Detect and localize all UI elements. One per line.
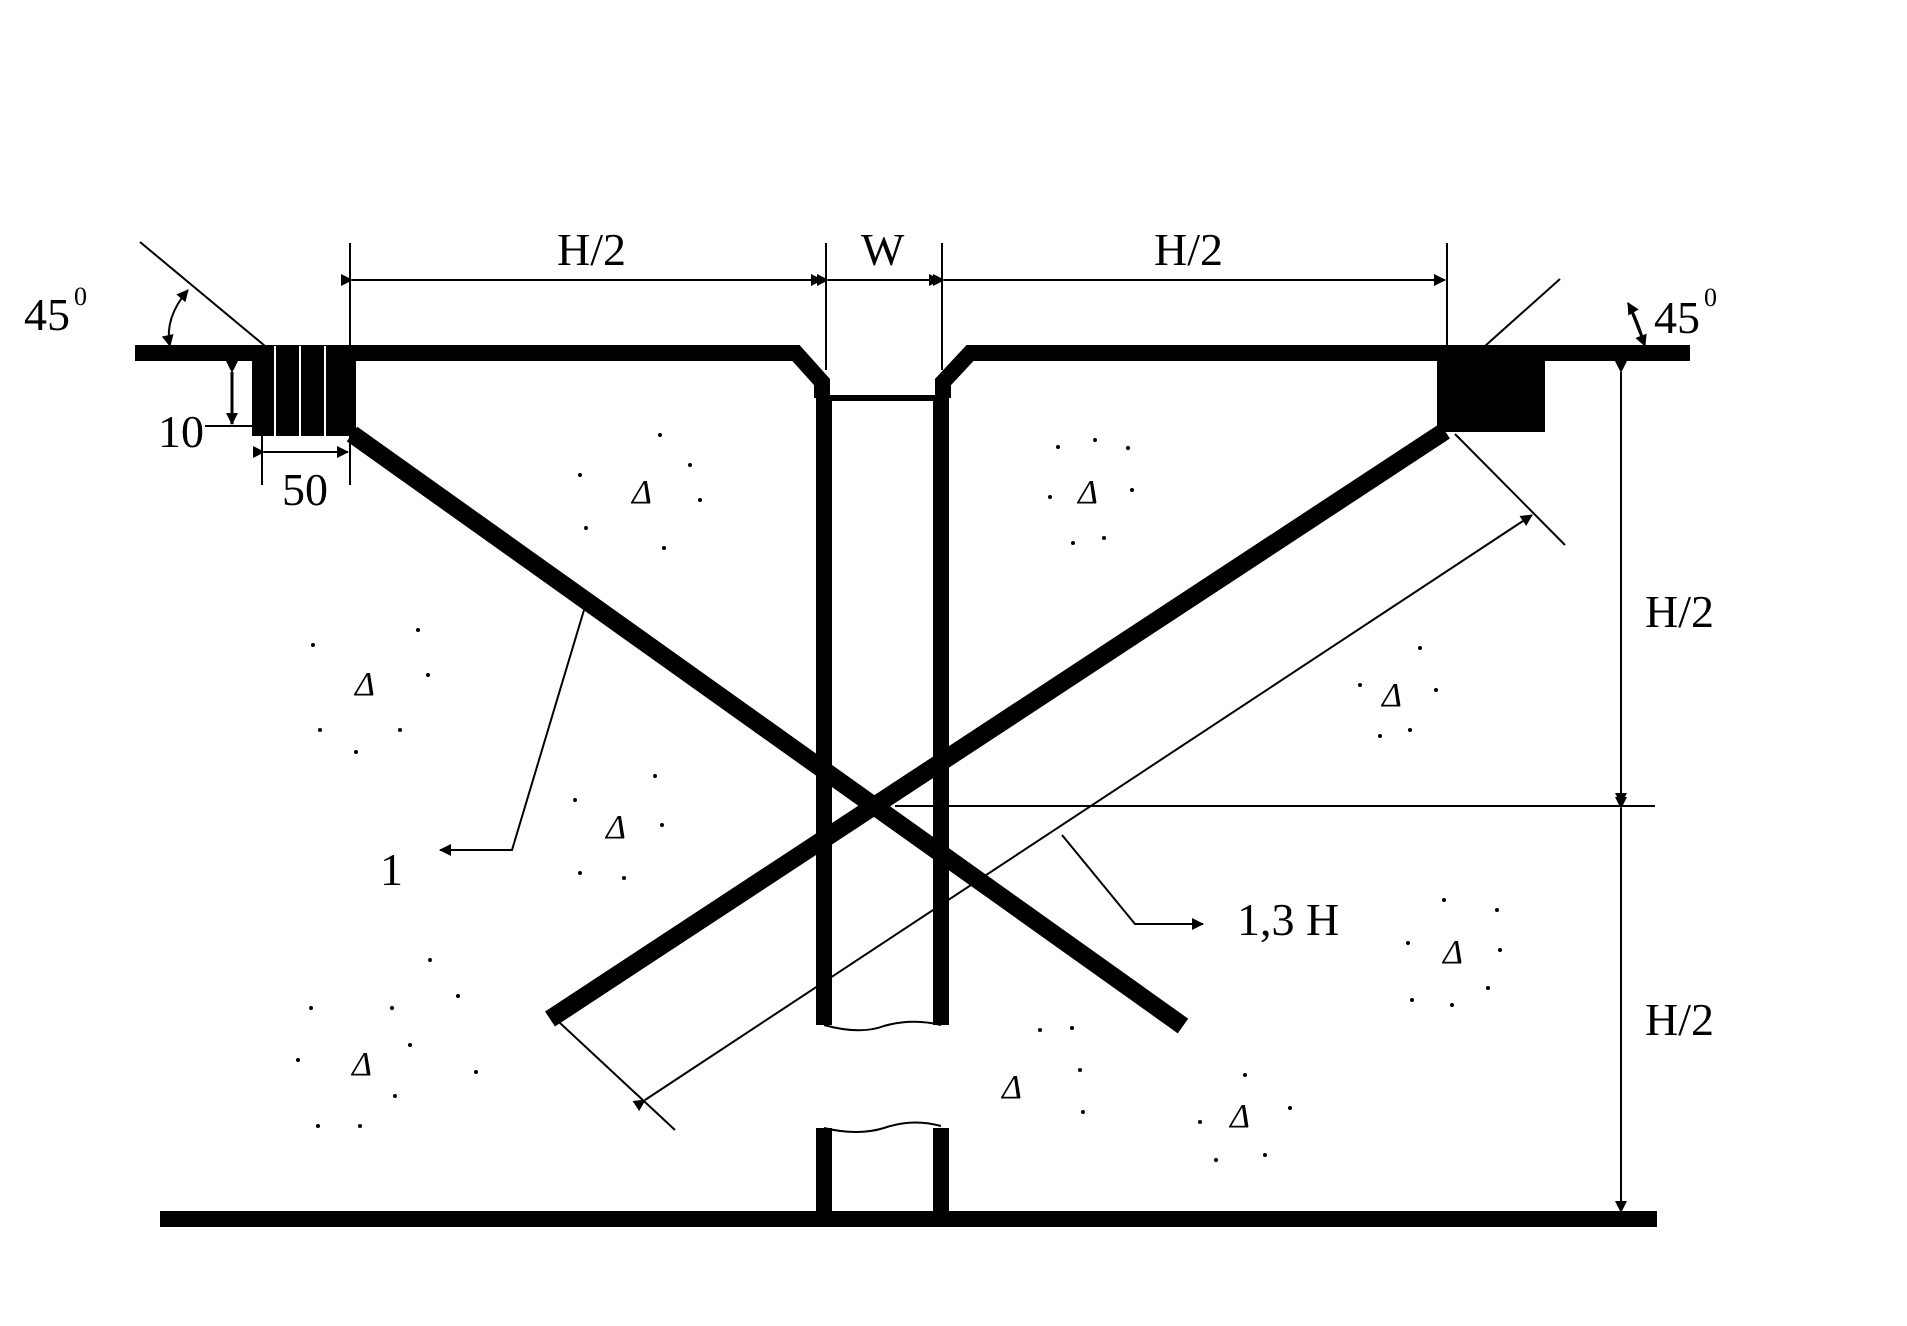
- label-right-lower-h2: H/2: [1645, 994, 1714, 1045]
- label-top-left-h2: H/2: [557, 224, 626, 275]
- label-top-right-h2: H/2: [1154, 224, 1223, 275]
- top-surface-line-right: [935, 345, 1690, 398]
- aggregate-glyph-1: Δ: [630, 474, 652, 511]
- angle-right-arc-top: [1627, 302, 1646, 347]
- label-angle-right-sup: 0: [1704, 283, 1717, 312]
- aggregate-glyph-6: Δ: [1441, 934, 1463, 971]
- callout-13h-leader: [1061, 834, 1204, 930]
- label-callout-1: 1: [380, 844, 403, 895]
- label-angle-left-sup: 0: [74, 282, 87, 311]
- aggregate-glyph-4: Δ: [1076, 474, 1098, 511]
- aggregate-glyph-9: Δ: [1228, 1098, 1250, 1135]
- aggregate-glyph-2: Δ: [353, 666, 375, 703]
- sawcut-block-left: [252, 346, 356, 436]
- aggregate-glyph-7: Δ: [350, 1046, 372, 1083]
- label-callout-13h: 1,3 H: [1237, 894, 1339, 945]
- label-right-upper-h2: H/2: [1645, 586, 1714, 637]
- label-angle-right: 45: [1654, 292, 1700, 343]
- aggregate-glyph-5: Δ: [1380, 677, 1402, 714]
- aggregate-glyph-3: Δ: [604, 809, 626, 846]
- diagonal-crack-left: [346, 426, 1189, 1034]
- aggregate-texture: [296, 433, 1502, 1162]
- joint-break-lower: [823, 1121, 942, 1133]
- label-dim-10: 10: [158, 406, 204, 457]
- dim-13h-line: [632, 514, 1533, 1112]
- angle-left-line: [139, 241, 266, 347]
- dim-13h-ext-upper: [1454, 433, 1566, 546]
- joint-break-upper: [823, 1020, 942, 1032]
- callout-1-leader: [439, 609, 585, 856]
- angle-left-arc: [161, 289, 189, 347]
- sawcut-block-right: [1437, 346, 1545, 432]
- label-dim-50: 50: [282, 464, 328, 515]
- label-top-w: W: [861, 224, 905, 275]
- label-angle-left: 45: [24, 289, 70, 340]
- top-surface-line-left: [135, 345, 830, 398]
- dim-13h-ext-lower: [559, 1022, 676, 1131]
- angle-right-ray: [1484, 278, 1561, 347]
- aggregate-glyph-8: Δ: [1000, 1069, 1022, 1106]
